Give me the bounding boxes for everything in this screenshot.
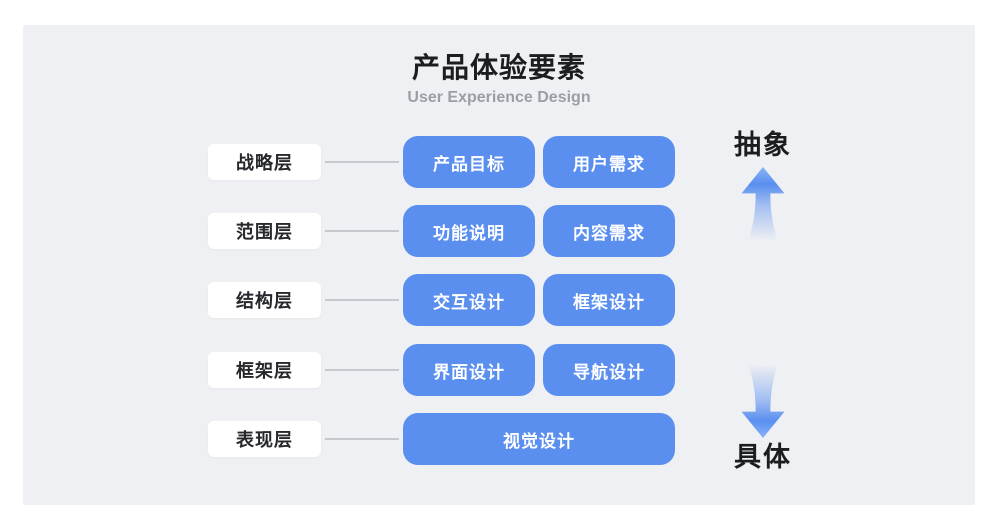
page-title: 产品体验要素	[411, 52, 586, 83]
node-box: 内容需求	[543, 205, 675, 257]
connector-line	[325, 161, 399, 163]
layer-row-surface: 表现层 视觉设计	[208, 413, 675, 465]
node-box: 功能说明	[403, 205, 535, 257]
layer-label: 表现层	[208, 421, 321, 457]
node-box: 视觉设计	[403, 413, 675, 465]
node-group: 产品目标 用户需求	[403, 136, 675, 188]
node-box: 导航设计	[543, 344, 675, 396]
layer-label: 框架层	[208, 352, 321, 388]
connector-line	[325, 369, 399, 371]
axis-label-concrete: 具体	[734, 442, 792, 472]
node-group: 界面设计 导航设计	[403, 344, 675, 396]
down-arrow-icon	[741, 359, 785, 438]
connector-line	[325, 299, 399, 301]
node-box: 产品目标	[403, 136, 535, 188]
node-box: 交互设计	[403, 274, 535, 326]
layer-label: 结构层	[208, 282, 321, 318]
node-box: 界面设计	[403, 344, 535, 396]
layer-row-structure: 结构层 交互设计 框架设计	[208, 274, 675, 326]
node-box: 用户需求	[543, 136, 675, 188]
node-group: 功能说明 内容需求	[403, 205, 675, 257]
axis-label-abstract: 抽象	[734, 130, 792, 160]
node-box: 框架设计	[543, 274, 675, 326]
diagram-header: 产品体验要素 User Experience Design	[23, 52, 975, 107]
layer-row-skeleton: 框架层 界面设计 导航设计	[208, 344, 675, 396]
connector-line	[325, 438, 399, 440]
page-subtitle: User Experience Design	[407, 89, 591, 106]
diagram-panel: 产品体验要素 User Experience Design 战略层 产品目标 用…	[23, 25, 975, 505]
layer-row-scope: 范围层 功能说明 内容需求	[208, 205, 675, 257]
node-group: 视觉设计	[403, 413, 675, 465]
connector-line	[325, 230, 399, 232]
layer-label: 范围层	[208, 213, 321, 249]
up-arrow-icon	[741, 167, 785, 246]
node-group: 交互设计 框架设计	[403, 274, 675, 326]
layer-label: 战略层	[208, 144, 321, 180]
abstract-concrete-axis: 抽象 具体	[715, 25, 811, 505]
layer-row-strategy: 战略层 产品目标 用户需求	[208, 136, 675, 188]
